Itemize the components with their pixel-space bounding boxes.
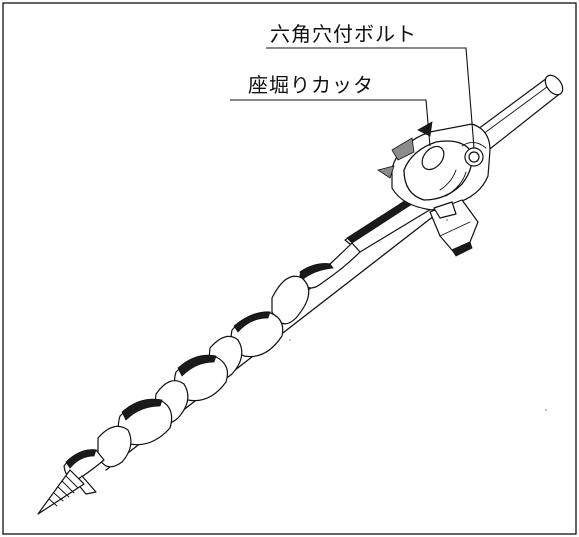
- callout-counterbore-cutter: 座堀りカッタ: [230, 73, 431, 147]
- auger-spiral: [63, 185, 449, 495]
- shank: [469, 74, 564, 153]
- callout-hex-socket-bolt: 六角穴付ボルト: [266, 22, 475, 149]
- lead-screw-tip: [37, 469, 85, 515]
- hex-socket-bolt-label: 六角穴付ボルト: [270, 22, 417, 46]
- counterbore-cutter-leader-line: [230, 99, 431, 147]
- counterbore-cutter-label: 座堀りカッタ: [248, 73, 374, 97]
- hex-socket-bolt-leader-line: [266, 47, 475, 149]
